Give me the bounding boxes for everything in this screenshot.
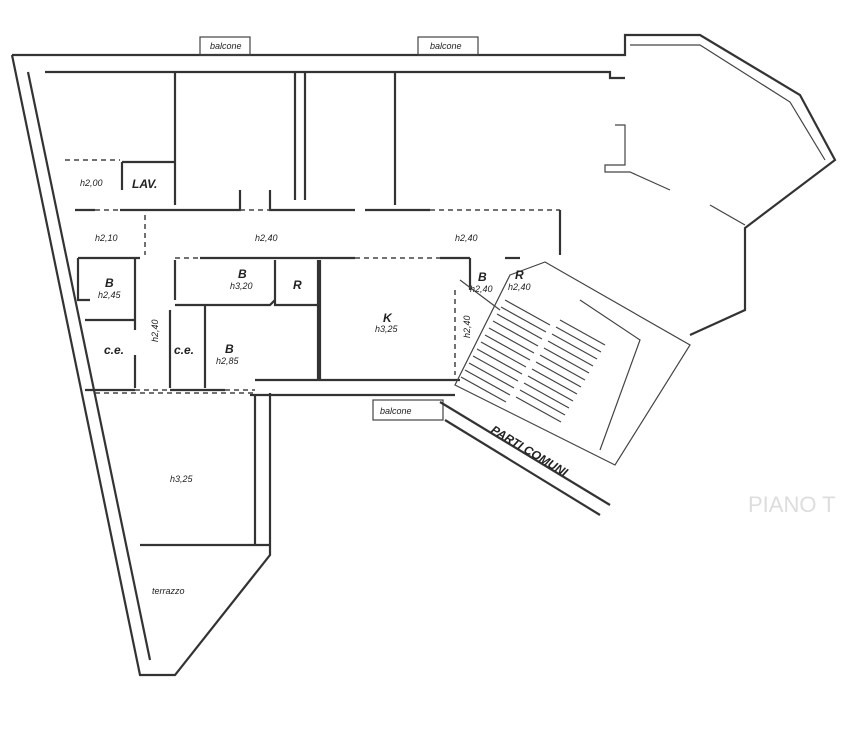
- stair-step: [519, 389, 566, 416]
- storage-label: R: [293, 278, 302, 292]
- stair-step: [504, 299, 551, 326]
- stair-step: [464, 369, 511, 396]
- stair-step: [492, 320, 539, 347]
- height-label: h3,20: [230, 281, 253, 291]
- height-label: h2,45: [98, 290, 122, 300]
- height-label: h2,40: [255, 233, 278, 243]
- stair-step: [527, 375, 574, 402]
- kitchen-label: K: [383, 311, 393, 325]
- height-label: h2,40: [150, 319, 160, 342]
- stair-step: [460, 376, 507, 403]
- height-label: h3,25: [170, 474, 194, 484]
- stair-step: [555, 326, 602, 353]
- closet-label: c.e.: [174, 343, 194, 357]
- closet-label: c.e.: [104, 343, 124, 357]
- stair-step: [484, 334, 531, 361]
- room-labels: h2,00 LAV. h2,10 h2,40 h2,40 B h2,45 B h…: [80, 41, 836, 596]
- stair-step: [472, 355, 519, 382]
- height-label: h2,40: [470, 284, 493, 294]
- height-label: h2,40: [455, 233, 478, 243]
- height-label: h2,40: [508, 282, 531, 292]
- bath-label: B: [105, 276, 114, 290]
- bath-label: B: [238, 267, 247, 281]
- stair-step: [559, 319, 606, 346]
- storage-label: R: [515, 268, 524, 282]
- bath-label: B: [225, 342, 234, 356]
- stair-step: [523, 382, 570, 409]
- height-label: h2,85: [216, 356, 240, 366]
- balcony-label: balcone: [210, 41, 242, 51]
- stair-step: [476, 348, 523, 375]
- faint-bleed-text: PIANO T: [748, 492, 836, 517]
- balcony-label: balcone: [430, 41, 462, 51]
- stair-step: [480, 341, 527, 368]
- laundry-label: LAV.: [132, 177, 157, 191]
- staircase: [439, 261, 691, 516]
- height-label: h2,10: [95, 233, 118, 243]
- stair-step: [531, 368, 578, 395]
- balcony-label: balcone: [380, 406, 412, 416]
- stair-step: [543, 347, 590, 374]
- stair-step: [539, 354, 586, 381]
- stair-step: [496, 313, 543, 340]
- stair-step: [535, 361, 582, 388]
- stair-step: [547, 340, 594, 367]
- stair-step: [468, 362, 515, 389]
- height-label: h2,00: [80, 178, 103, 188]
- stair-step: [515, 396, 562, 423]
- terrace-label: terrazzo: [152, 586, 185, 596]
- stair-step: [551, 333, 598, 360]
- height-label: h2,40: [462, 315, 472, 338]
- height-label: h3,25: [375, 324, 399, 334]
- walls: [10, 33, 837, 677]
- stair-step: [500, 306, 547, 333]
- bath-label: B: [478, 270, 487, 284]
- stair-step: [488, 327, 535, 354]
